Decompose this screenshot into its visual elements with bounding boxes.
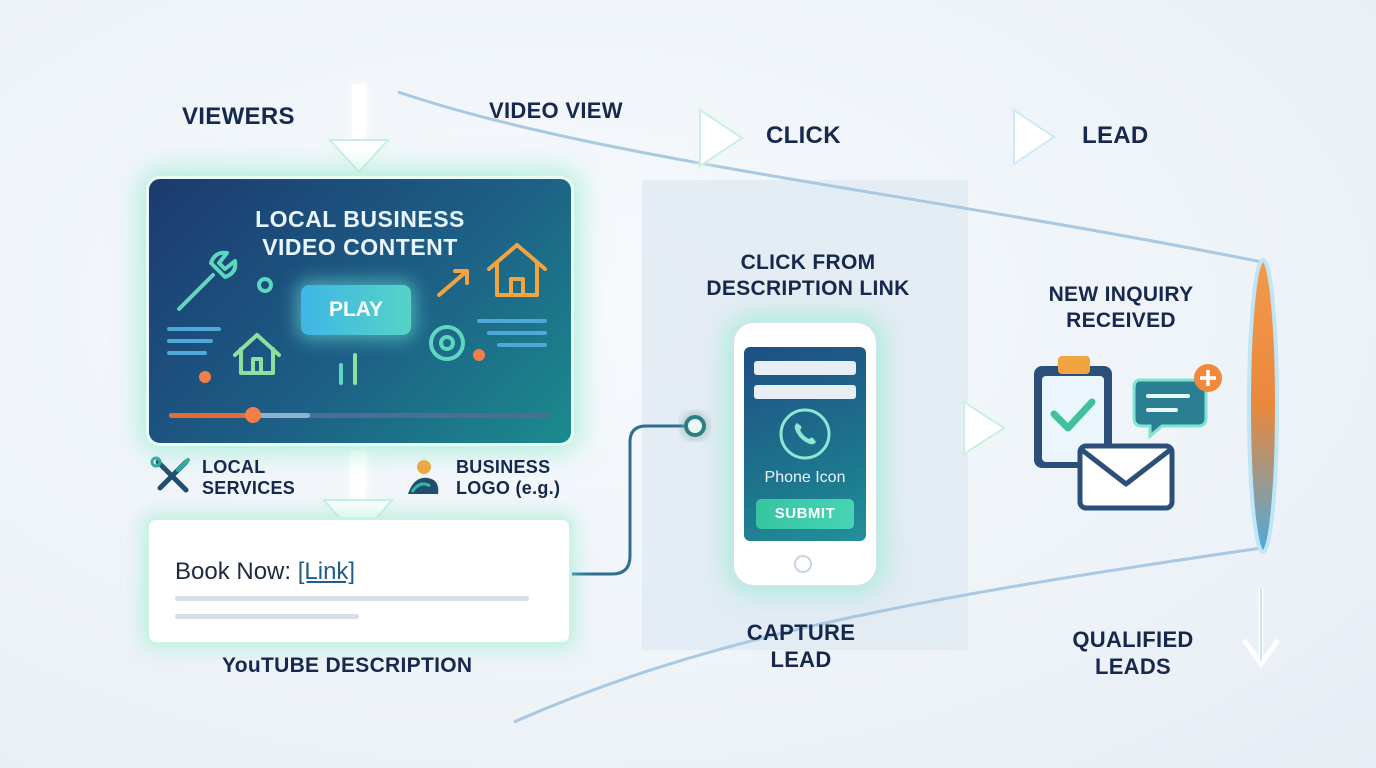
wrench-icon bbox=[177, 250, 238, 311]
book-now-text: Book Now: [Link] bbox=[175, 558, 355, 586]
video-decor-icons bbox=[167, 243, 547, 385]
video-progress-knob[interactable] bbox=[244, 407, 261, 423]
capture-line2: LEAD bbox=[770, 647, 832, 672]
video-card: LOCAL BUSINESS VIDEO CONTENT PLAY bbox=[146, 176, 574, 446]
description-line bbox=[175, 614, 359, 619]
house-icon bbox=[233, 333, 281, 375]
down-arrow-viewers bbox=[327, 84, 391, 174]
video-view-label: VIDEO VIEW bbox=[489, 98, 623, 123]
video-progress-bar[interactable] bbox=[169, 407, 549, 423]
funnel-bottom-edge bbox=[513, 546, 1263, 724]
new-inquiry-label: NEW INQUIRY RECEIVED bbox=[1016, 282, 1226, 334]
submit-button[interactable]: SUBMIT bbox=[756, 499, 854, 529]
down-arrow-qualified bbox=[1241, 588, 1281, 669]
description-link[interactable]: [Link] bbox=[297, 558, 356, 585]
envelope-icon bbox=[1077, 443, 1175, 511]
qualified-line2: LEADS bbox=[1094, 654, 1172, 679]
arrow-click-to-lead bbox=[880, 108, 1056, 166]
connector-node bbox=[684, 415, 706, 437]
inquiry-line1: NEW INQUIRY bbox=[1048, 283, 1194, 306]
phone-screen: Phone Icon SUBMIT bbox=[744, 347, 866, 541]
capture-line1: CAPTURE bbox=[746, 620, 856, 645]
lead-label: LEAD bbox=[1082, 122, 1149, 149]
qualified-line1: QUALIFIED bbox=[1072, 627, 1194, 652]
house-icon-large bbox=[487, 243, 547, 297]
business-logo-icon bbox=[408, 460, 439, 494]
phone-icon bbox=[779, 408, 831, 460]
dot-icon-small bbox=[199, 371, 211, 383]
chat-bubble-icon bbox=[1132, 364, 1222, 440]
gear-icon bbox=[429, 325, 465, 361]
youtube-description-caption: YouTUBE DESCRIPTION bbox=[222, 654, 473, 677]
video-progress-fill bbox=[169, 413, 253, 418]
phone-mockup: Phone Icon SUBMIT bbox=[732, 321, 878, 587]
capture-lead-label: CAPTURE LEAD bbox=[728, 619, 874, 673]
local-services-line1: LOCAL bbox=[202, 457, 266, 477]
qualified-leads-label: QUALIFIED LEADS bbox=[1056, 626, 1210, 680]
business-logo-line2: LOGO (e.g.) bbox=[456, 478, 561, 498]
phone-home-button bbox=[794, 555, 812, 573]
video-title-line1: LOCAL BUSINESS bbox=[255, 206, 465, 232]
local-services-line2: SERVICES bbox=[202, 478, 296, 498]
link-connector-line bbox=[414, 424, 688, 576]
play-button[interactable]: PLAY bbox=[301, 285, 411, 335]
arrow-up-right-icon bbox=[437, 269, 469, 297]
business-logo-label: BUSINESS LOGO (e.g.) bbox=[456, 457, 560, 499]
local-services-label: LOCAL SERVICES bbox=[202, 457, 295, 499]
form-field[interactable] bbox=[754, 385, 856, 399]
arrow-video-view-to-click bbox=[470, 108, 744, 168]
click-label: CLICK bbox=[766, 122, 841, 149]
youtube-description-box: Book Now: [Link] bbox=[146, 517, 572, 645]
book-now-prefix: Book Now: bbox=[175, 558, 298, 585]
viewers-label: VIEWERS bbox=[182, 103, 295, 130]
inquiry-line2: RECEIVED bbox=[1066, 309, 1176, 332]
click-desc-line1: CLICK FROM bbox=[740, 251, 876, 274]
funnel-top-edge bbox=[397, 90, 1263, 264]
video-title-line2: VIDEO CONTENT bbox=[262, 234, 458, 260]
funnel-mouth bbox=[1247, 258, 1279, 554]
dot-icon bbox=[257, 277, 273, 293]
business-logo-line1: BUSINESS bbox=[456, 457, 551, 477]
dot-icon-right bbox=[473, 349, 485, 361]
clipboard-check-icon bbox=[1034, 356, 1112, 468]
local-services-icon bbox=[150, 456, 190, 493]
form-field[interactable] bbox=[754, 361, 856, 375]
click-from-description-label: CLICK FROM DESCRIPTION LINK bbox=[690, 250, 926, 302]
phone-icon-label: Phone Icon bbox=[764, 469, 846, 486]
video-title: LOCAL BUSINESS VIDEO CONTENT bbox=[149, 205, 571, 261]
click-desc-line2: DESCRIPTION LINK bbox=[706, 277, 910, 300]
description-line bbox=[175, 596, 529, 601]
arrow-phone-to-inquiry bbox=[906, 400, 1006, 456]
